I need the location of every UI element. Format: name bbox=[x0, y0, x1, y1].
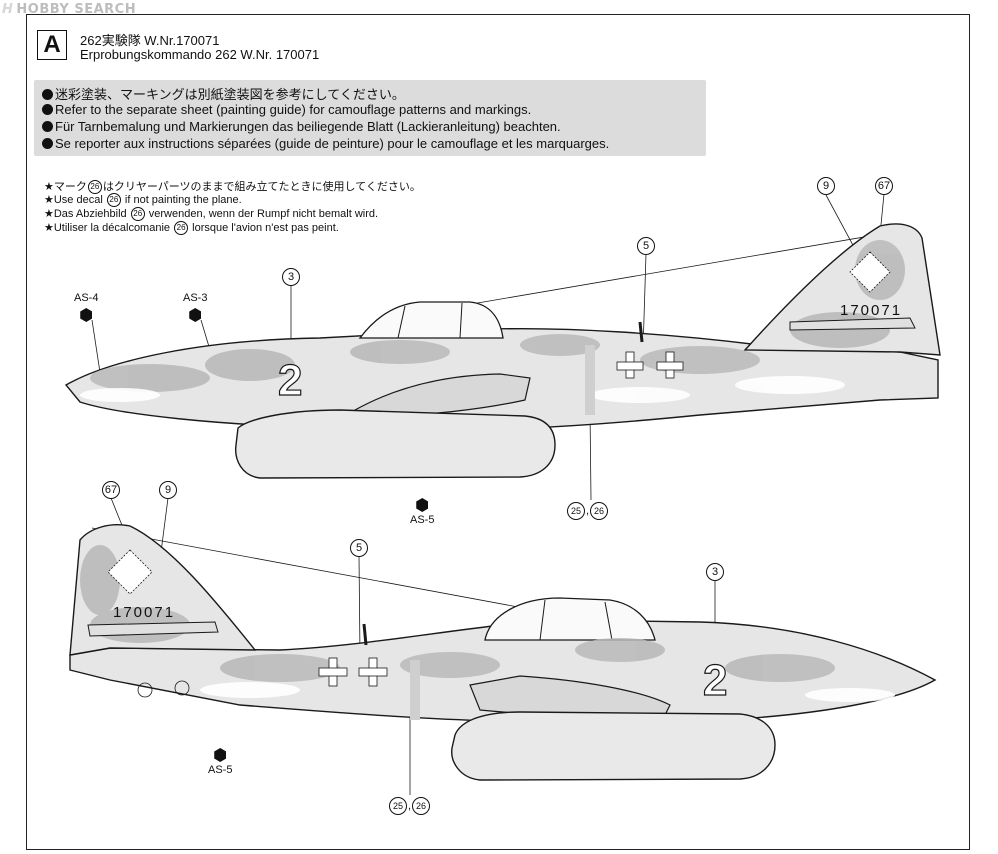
decal-note-fr: ★Utiliser la décalcomanie 26 lorsque l'a… bbox=[44, 221, 339, 236]
callout-25: 25 bbox=[389, 797, 407, 815]
painting-note-de: Für Tarnbemalung und Markierungen das be… bbox=[42, 119, 561, 134]
painting-note-de-text: Für Tarnbemalung und Markierungen das be… bbox=[55, 119, 561, 134]
painting-note-jp-text: 迷彩塗装、マーキングは別紙塗装図を参考にしてください。 bbox=[55, 87, 405, 102]
bullet-icon bbox=[42, 104, 53, 115]
watermark-text: HOBBY SEARCH bbox=[16, 2, 137, 17]
title-japanese: 262実験隊 W.Nr.170071 bbox=[80, 33, 220, 48]
bullet-icon bbox=[42, 138, 53, 149]
hex-nut-icon bbox=[189, 308, 202, 322]
callout-67: 67 bbox=[102, 481, 120, 499]
aircraft-top-serial: 170071 bbox=[840, 302, 903, 319]
decal-note-en-pre: ★Use decal bbox=[44, 194, 103, 206]
weight-as3: AS-3 bbox=[183, 292, 207, 324]
callout-comma: , bbox=[586, 505, 590, 517]
callout-26: 26 bbox=[590, 502, 609, 520]
decal-number-badge: 26 bbox=[174, 221, 189, 236]
callout-3: 3 bbox=[282, 268, 300, 286]
weight-as5-top: AS-5 bbox=[410, 498, 434, 526]
callout-comma: , bbox=[408, 800, 412, 812]
callout-25-26: 25,26 bbox=[389, 797, 431, 815]
hex-nut-icon bbox=[80, 308, 93, 322]
painting-note-en: Refer to the separate sheet (painting gu… bbox=[42, 102, 531, 117]
decal-note-en: ★Use decal 26 if not painting the plane. bbox=[44, 193, 242, 208]
decal-note-de-pre: ★Das Abziehbild bbox=[44, 208, 127, 220]
bullet-icon bbox=[42, 89, 53, 100]
decal-number-badge: 26 bbox=[106, 193, 121, 208]
decal-note-de-post: verwenden, wenn der Rumpf nicht bemalt w… bbox=[148, 208, 379, 220]
decal-note-jp-post: はクリヤーパーツのままで組み立てたときに使用してください。 bbox=[102, 181, 421, 193]
callout-25-26: 25,26 bbox=[567, 502, 609, 520]
painting-note-fr: Se reporter aux instructions séparées (g… bbox=[42, 136, 609, 151]
weight-as4-label: AS-4 bbox=[74, 292, 99, 304]
aircraft-bottom-serial: 170071 bbox=[113, 604, 176, 621]
decal-number-badge: 26 bbox=[130, 207, 145, 222]
aircraft-top-code: 2 bbox=[277, 355, 303, 405]
decal-note-fr-post: lorsque l'avion n'est pas peint. bbox=[192, 222, 339, 234]
weight-as3-label: AS-3 bbox=[183, 292, 208, 304]
callout-5: 5 bbox=[350, 539, 368, 557]
painting-note-fr-text: Se reporter aux instructions séparées (g… bbox=[55, 136, 610, 151]
page-frame bbox=[26, 14, 970, 850]
callout-5: 5 bbox=[637, 237, 655, 255]
decal-number-badge: 26 bbox=[87, 180, 102, 195]
watermark-logo: H bbox=[2, 2, 14, 17]
callout-67: 67 bbox=[875, 177, 893, 195]
painting-note-en-text: Refer to the separate sheet (painting gu… bbox=[55, 102, 532, 117]
weight-as4: AS-4 bbox=[74, 292, 98, 324]
variant-letter: A bbox=[37, 30, 67, 60]
weight-as5-bottom: AS-5 bbox=[208, 748, 232, 776]
weight-as5-bottom-label: AS-5 bbox=[208, 764, 233, 776]
hex-nut-icon bbox=[214, 748, 227, 762]
callout-9: 9 bbox=[817, 177, 835, 195]
callout-25: 25 bbox=[567, 502, 585, 520]
bullet-icon bbox=[42, 121, 53, 132]
painting-note-box bbox=[34, 80, 706, 156]
decal-note-fr-pre: ★Utiliser la décalcomanie bbox=[44, 222, 171, 234]
title-german: Erprobungskommando 262 W.Nr. 170071 bbox=[80, 47, 320, 62]
aircraft-bottom-code: 2 bbox=[702, 655, 728, 705]
decal-note-jp-pre: ★マーク bbox=[44, 181, 87, 193]
painting-note-jp: 迷彩塗装、マーキングは別紙塗装図を参考にしてください。 bbox=[42, 84, 405, 103]
callout-3: 3 bbox=[706, 563, 724, 581]
decal-note-en-post: if not painting the plane. bbox=[124, 194, 242, 206]
callout-9: 9 bbox=[159, 481, 177, 499]
decal-note-de: ★Das Abziehbild 26 verwenden, wenn der R… bbox=[44, 207, 379, 222]
weight-as5-top-label: AS-5 bbox=[410, 514, 435, 526]
callout-26: 26 bbox=[412, 797, 431, 815]
hex-nut-icon bbox=[416, 498, 429, 512]
